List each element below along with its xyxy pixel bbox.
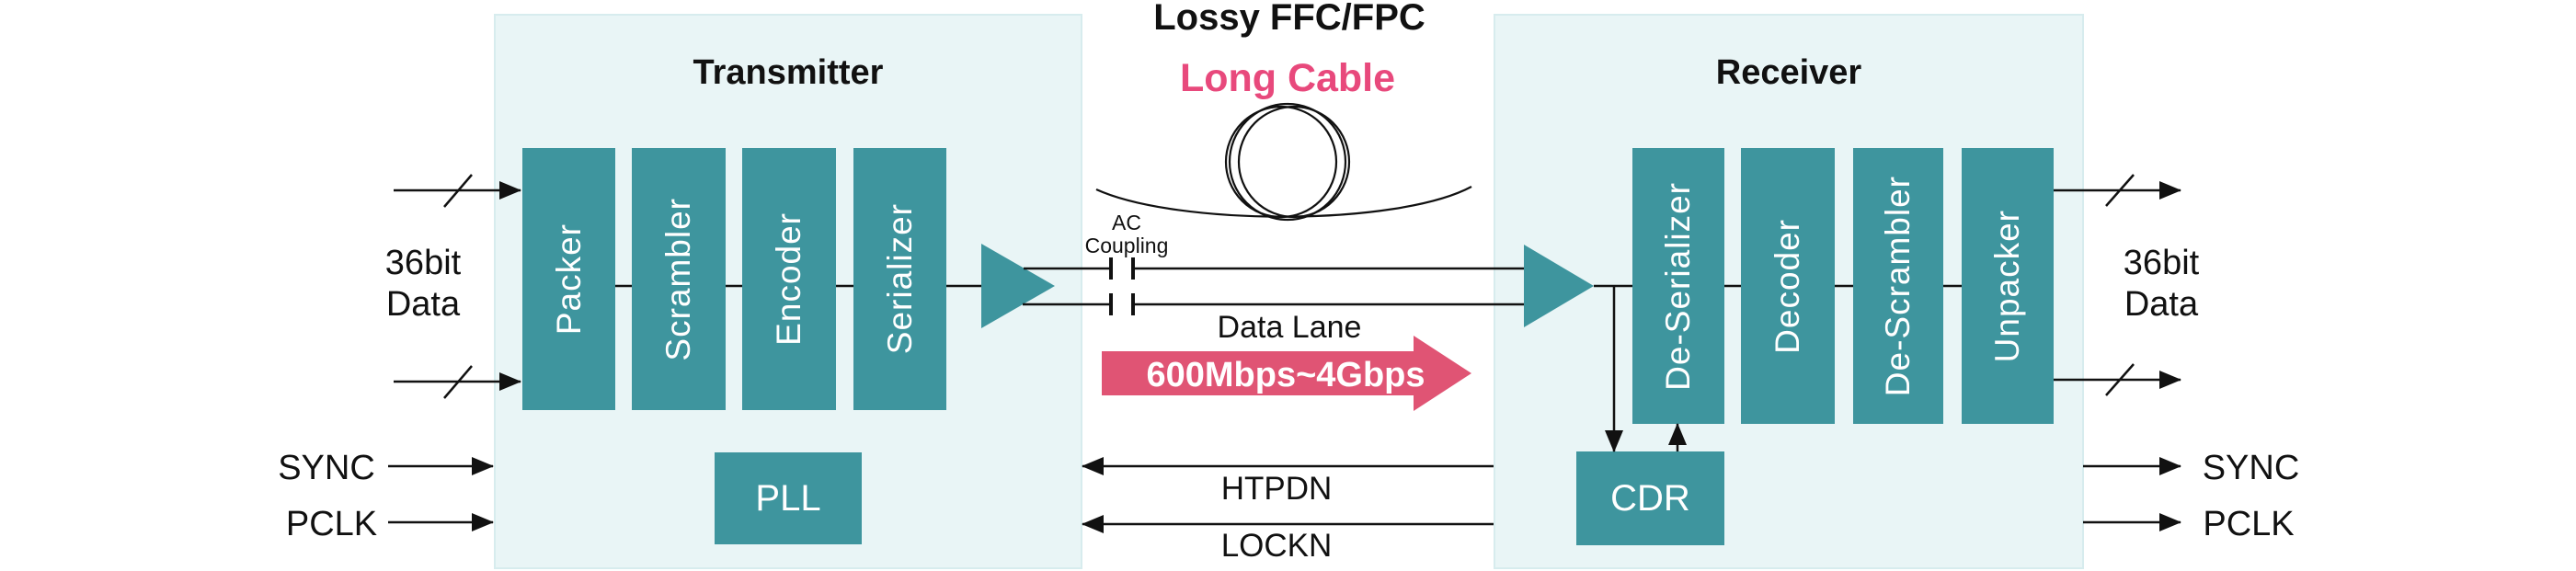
receiver-title: Receiver bbox=[1715, 53, 1862, 92]
left-bus-line2: Data bbox=[385, 285, 461, 324]
cable-coil-loop1 bbox=[1224, 105, 1338, 219]
rx-amp-triangle bbox=[1524, 245, 1594, 327]
left-bus-label: 36bit Data bbox=[354, 243, 492, 325]
lockn-label: LOCKN bbox=[1220, 528, 1333, 564]
ac-coupling-line1: AC bbox=[1112, 211, 1141, 234]
block-packer: Packer bbox=[522, 148, 615, 410]
channel-subheading: Long Cable bbox=[1179, 56, 1396, 100]
ac-coupling-label: AC Coupling bbox=[1070, 211, 1184, 257]
rx-output-bus-top-slash bbox=[2105, 174, 2135, 207]
block-pll-label: PLL bbox=[755, 477, 821, 519]
channel-heading: Lossy FFC/FPC bbox=[1153, 0, 1425, 38]
tx-input-bus-top-slash bbox=[443, 174, 473, 208]
cable-coil-loop3 bbox=[1237, 105, 1351, 219]
block-cdr: CDR bbox=[1576, 451, 1724, 545]
block-unpacker: Unpacker bbox=[1962, 148, 2054, 424]
htpdn-label: HTPDN bbox=[1220, 471, 1333, 507]
block-scrambler: Scrambler bbox=[632, 148, 726, 410]
right-bus-line2: Data bbox=[2124, 285, 2199, 324]
speed-label: 600Mbps~4Gbps bbox=[1146, 356, 1425, 394]
block-decoder: Decoder bbox=[1741, 148, 1835, 424]
right-sync-label: SYNC bbox=[2202, 449, 2300, 487]
block-descrambler: De-Scrambler bbox=[1853, 148, 1943, 424]
cable-coil-loop2 bbox=[1228, 102, 1347, 222]
left-pclk-label: PCLK bbox=[285, 505, 378, 543]
block-deserializer: De-Serializer bbox=[1632, 148, 1724, 424]
tx-input-bus-bottom-slash bbox=[443, 365, 473, 399]
data-lane-label: Data Lane bbox=[1217, 310, 1362, 345]
right-bus-label: 36bit Data bbox=[2092, 243, 2230, 325]
ac-coupling-line2: Coupling bbox=[1084, 234, 1169, 257]
right-bus-line1: 36bit bbox=[2123, 244, 2200, 282]
block-encoder: Encoder bbox=[742, 148, 836, 410]
block-pll: PLL bbox=[715, 452, 862, 544]
rx-output-bus-bottom-slash bbox=[2105, 363, 2135, 396]
speed-arrow bbox=[1102, 336, 1471, 411]
block-cdr-label: CDR bbox=[1610, 477, 1690, 519]
left-bus-line1: 36bit bbox=[384, 244, 462, 282]
block-serializer: Serializer bbox=[853, 148, 946, 410]
tx-driver-triangle bbox=[981, 244, 1055, 328]
transmitter-title: Transmitter bbox=[693, 53, 884, 92]
right-pclk-label: PCLK bbox=[2203, 505, 2295, 543]
left-sync-label: SYNC bbox=[278, 449, 375, 487]
